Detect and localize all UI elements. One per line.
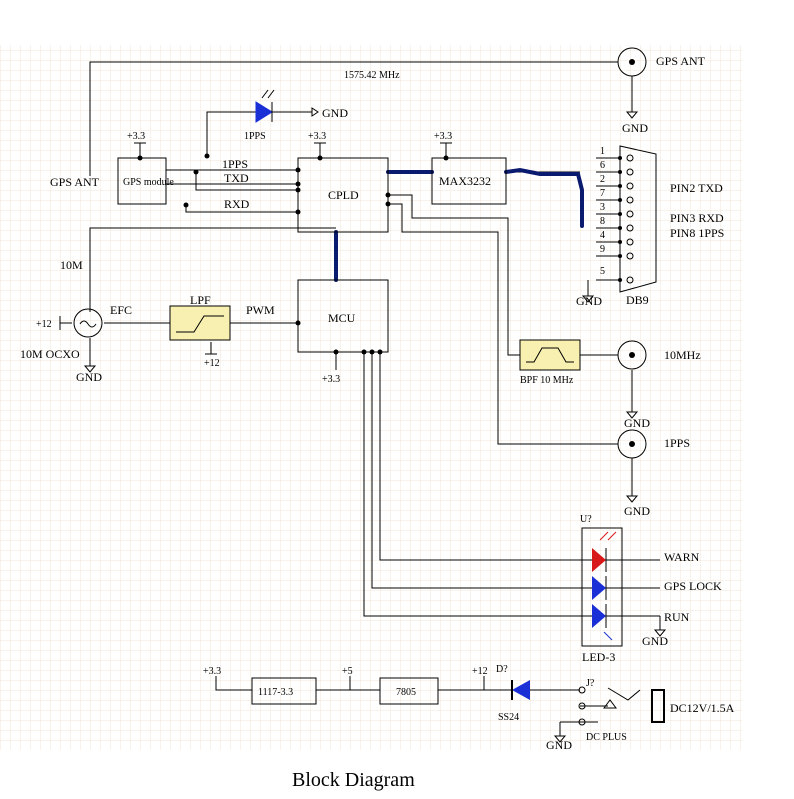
schematic-grid xyxy=(0,45,742,750)
reg-7805-block xyxy=(379,677,439,705)
dc-in-label: DC12V/1.5A xyxy=(670,701,735,715)
mcu-block xyxy=(297,279,389,353)
led3-package xyxy=(581,527,623,647)
mcu-label: MCU xyxy=(328,311,356,325)
run-label: RUN xyxy=(664,610,690,624)
bpf-label: BPF 10 MHz xyxy=(520,375,574,386)
v12-lpf: +12 xyxy=(204,358,220,369)
db9-pin: 1 xyxy=(600,146,605,157)
reg-1117-block xyxy=(251,677,317,705)
db9-label: DB9 xyxy=(626,293,649,307)
dc-jack xyxy=(578,686,665,726)
db9-pin: 5 xyxy=(600,266,605,277)
gnd-label-power: GND xyxy=(546,738,572,752)
diode-ref-label: D? xyxy=(496,664,508,675)
run-led-icon xyxy=(592,604,606,628)
max3232-block xyxy=(431,157,507,205)
out-1pps-label: 1PPS xyxy=(664,436,690,450)
v33-cpld: +3.3 xyxy=(308,131,326,142)
led-part-label: LED-3 xyxy=(582,650,615,664)
reg1-label: 1117-3.3 xyxy=(258,687,293,698)
warn-led-icon xyxy=(592,548,606,572)
reg2-label: 7805 xyxy=(396,687,416,698)
cpld-label: CPLD xyxy=(328,188,359,202)
v33-power: +3.3 xyxy=(203,666,221,677)
gnd-symbols xyxy=(83,107,667,743)
cpld-block xyxy=(297,157,389,233)
jack-ref-label: J? xyxy=(586,678,595,689)
v33-gps: +3.3 xyxy=(127,131,145,142)
v33-max: +3.3 xyxy=(434,131,452,142)
pin8-label: PIN8 1PPS xyxy=(670,226,724,240)
pwm-label: PWM xyxy=(246,303,275,317)
db9-pin: 8 xyxy=(600,216,605,227)
gnd-label-ocxo: GND xyxy=(76,370,102,384)
gps-freq-label: 1575.42 MHz xyxy=(344,70,400,81)
diagram-caption: Block Diagram xyxy=(292,769,415,791)
gnd-label-10mhz: GND xyxy=(624,416,650,430)
gnd-label-led: GND xyxy=(642,634,668,648)
gnd-label-db9: GND xyxy=(576,294,602,308)
warn-label: WARN xyxy=(664,550,700,564)
gps-lock-label: GPS LOCK xyxy=(664,579,722,593)
ocxo-symbol xyxy=(59,308,103,338)
gps-module-block xyxy=(117,157,167,205)
ss24-diode-icon xyxy=(511,680,530,700)
db9-connector xyxy=(619,145,657,293)
out-10mhz-label: 10MHz xyxy=(664,348,701,362)
diode-part-label: SS24 xyxy=(498,712,519,723)
ocxo-label: 10M OCXO xyxy=(20,347,80,361)
gnd-label-1pps: GND xyxy=(322,106,348,120)
db9-pin: 3 xyxy=(600,202,605,213)
ocxo-out-label: 10M xyxy=(60,258,83,272)
sig-1pps-label: 1PPS xyxy=(222,157,248,171)
gps-ant-connector-label: GPS ANT xyxy=(656,54,706,68)
gps-ant-connector xyxy=(617,47,647,77)
out-10mhz-connector xyxy=(617,340,647,370)
gps-lock-led-icon xyxy=(592,576,606,600)
db9-pin: 6 xyxy=(600,160,605,171)
db9-pin: 2 xyxy=(600,174,605,185)
led-1pps-label: 1PPS xyxy=(244,131,266,142)
led-ref-label: U? xyxy=(580,514,592,525)
bpf-filter xyxy=(519,339,581,371)
dc-plus-label: DC PLUS xyxy=(586,732,627,743)
gnd-label-1pps-out: GND xyxy=(624,504,650,518)
pin2-label: PIN2 TXD xyxy=(670,181,723,195)
sig-txd-label: TXD xyxy=(224,171,249,185)
v33-mcu: +3.3 xyxy=(322,374,340,385)
gps-ant-input-label: GPS ANT xyxy=(50,175,100,189)
v5-power: +5 xyxy=(342,666,353,677)
efc-label: EFC xyxy=(110,303,132,317)
sig-rxd-label: RXD xyxy=(224,197,250,211)
gnd-label-ant: GND xyxy=(622,121,648,135)
gps-module-label: GPS module xyxy=(123,177,174,188)
db9-pin: 7 xyxy=(600,188,605,199)
bus-lines xyxy=(334,167,584,282)
v12-power: +12 xyxy=(472,666,488,677)
pin3-label: PIN3 RXD xyxy=(670,211,724,225)
1pps-led-icon xyxy=(255,89,275,123)
db9-pin-numbers: 1 6 2 7 3 8 4 9 5 xyxy=(600,146,605,277)
db9-pin: 9 xyxy=(600,244,605,255)
lpf-filter xyxy=(169,305,231,341)
out-1pps-connector xyxy=(617,429,647,459)
wires xyxy=(60,61,661,736)
max3232-label: MAX3232 xyxy=(439,174,491,188)
db9-pin: 4 xyxy=(600,230,605,241)
v12-ocxo: +12 xyxy=(36,319,52,330)
lpf-label: LPF xyxy=(190,293,211,307)
